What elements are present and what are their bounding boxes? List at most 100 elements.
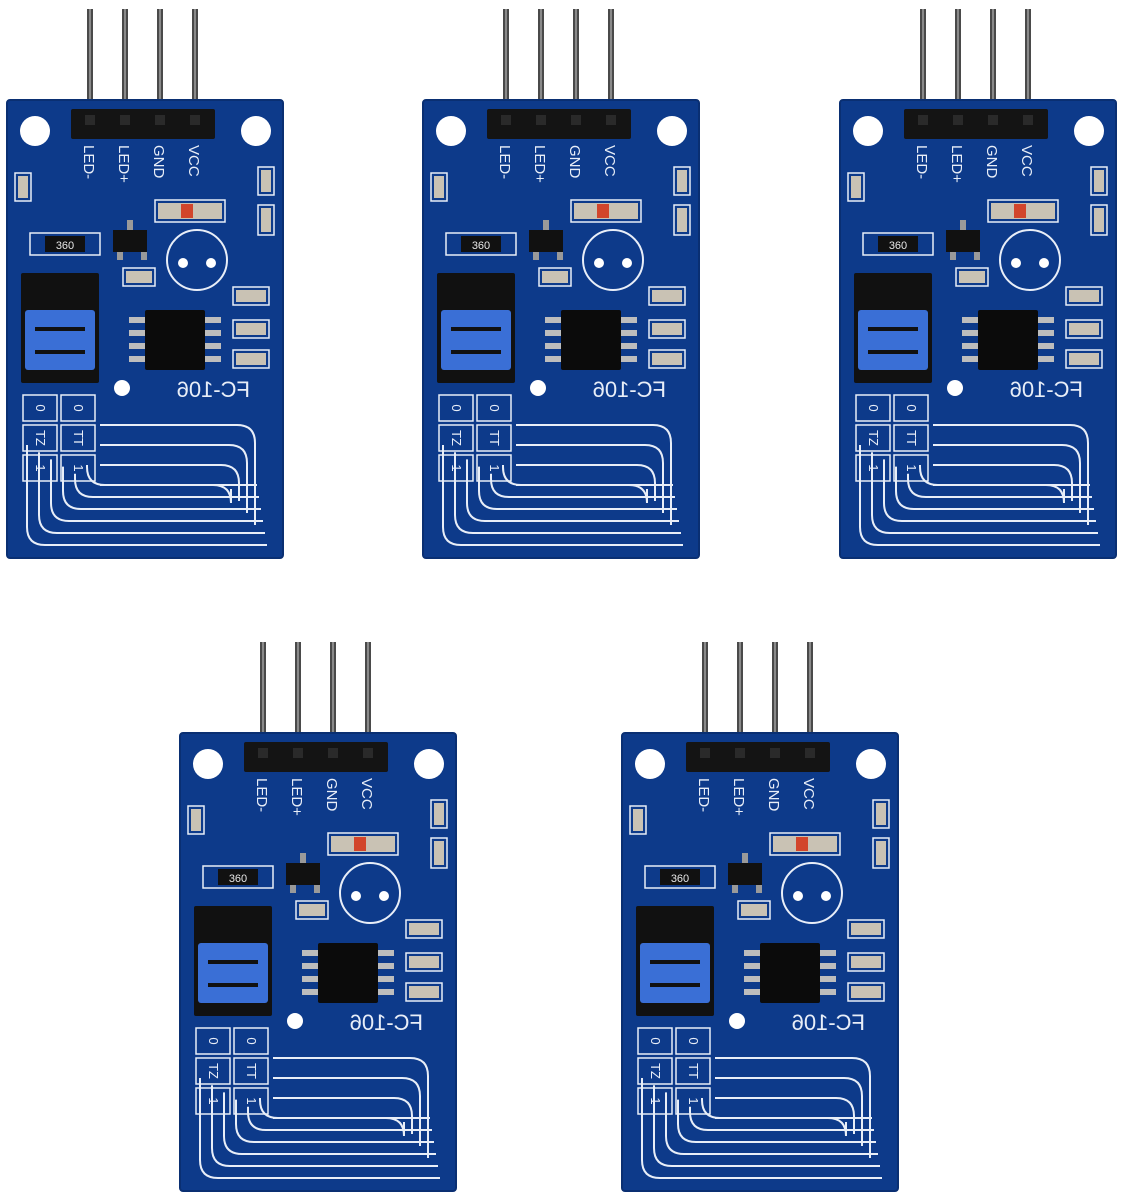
- resistor-body: [218, 869, 258, 885]
- pin-label: GND: [566, 145, 583, 179]
- via-hole: [114, 380, 130, 396]
- smd-diode-outline: [327, 832, 399, 856]
- ic-pin-right: [378, 950, 394, 956]
- pin-socket: [735, 748, 745, 758]
- smd-resistor-a: [652, 290, 682, 302]
- header-pin-highlight: [739, 642, 741, 750]
- header-pin-highlight: [1027, 9, 1029, 117]
- transistor-leg: [950, 252, 956, 260]
- resistor-code: 360: [671, 873, 689, 885]
- resistor-outline: [29, 232, 101, 256]
- touch-pad-cell: [22, 424, 58, 452]
- pin-socket: [1023, 115, 1033, 125]
- touch-pad-cell: [233, 1057, 269, 1085]
- smd-resistor-b: [1069, 323, 1099, 335]
- ic-pin-left: [744, 976, 760, 982]
- header-pin-highlight: [297, 642, 299, 750]
- transistor: [113, 230, 147, 252]
- pin-label: LED-: [913, 145, 930, 179]
- touch-slider-trace: [516, 444, 664, 513]
- smd-resistor-c: [652, 353, 682, 365]
- touch-slider-trace: [715, 1097, 855, 1134]
- pin-header-block: [244, 742, 388, 772]
- smd-led-right-outline: [257, 166, 275, 196]
- smd-capacitor: [959, 271, 985, 283]
- ic-chip: [561, 310, 621, 370]
- pin-socket: [190, 115, 200, 125]
- pin-socket: [571, 115, 581, 125]
- touch-slider-trace: [689, 1106, 874, 1131]
- pin-label: VCC: [1018, 145, 1035, 177]
- touch-slider-trace: [50, 459, 263, 522]
- touch-pad-label: TT: [686, 1063, 701, 1079]
- transistor-leg: [732, 885, 738, 893]
- smd-resistor-b: [409, 956, 439, 968]
- touch-slider-trace: [933, 464, 1073, 501]
- smd-capacitor-outline: [295, 900, 329, 920]
- header-pin-highlight: [704, 642, 706, 750]
- touch-slider-trace: [665, 1092, 878, 1155]
- touch-slider-trace: [516, 484, 648, 504]
- capacitor-footprint: [339, 862, 401, 924]
- pin-socket: [85, 115, 95, 125]
- capacitor-hole: [206, 258, 216, 268]
- header-pin-highlight: [774, 642, 776, 750]
- model-label: FC-106: [350, 1010, 423, 1035]
- touch-pad-cell: [675, 1057, 711, 1085]
- touch-slider-trace: [273, 1097, 413, 1134]
- touch-pad-cell: [893, 394, 929, 422]
- smd-resistor-right-outline: [1090, 204, 1108, 236]
- pin-socket: [258, 748, 268, 758]
- touch-slider-trace: [516, 464, 656, 501]
- touch-slider-trace: [223, 1092, 436, 1155]
- transistor-leg: [557, 252, 563, 260]
- resistor-outline: [202, 865, 274, 889]
- smd-diode-outline: [987, 199, 1059, 223]
- pin-label: LED-: [695, 778, 712, 812]
- touch-slider-trace: [100, 484, 232, 504]
- ic-pin-right: [378, 989, 394, 995]
- header-pin-highlight: [610, 9, 612, 117]
- header-pin-highlight: [262, 642, 264, 750]
- ic-pin-right: [378, 976, 394, 982]
- smd-resistor-a: [236, 290, 266, 302]
- touch-pad-label: 1: [206, 1097, 221, 1104]
- ic-pin-left: [302, 963, 318, 969]
- smd-resistor-right-outline: [673, 204, 691, 236]
- ic-pin-left: [962, 317, 978, 323]
- touch-slider-trace: [641, 1078, 882, 1179]
- pin-socket: [918, 115, 928, 125]
- touch-pad-cell: [855, 394, 891, 422]
- smd-resistor-a-outline: [232, 286, 270, 306]
- smd-led-left-outline: [430, 172, 448, 202]
- smd-capacitor-outline: [955, 267, 989, 287]
- pin-socket: [606, 115, 616, 125]
- touch-slider-trace: [478, 466, 677, 510]
- touch-slider-trace: [247, 1106, 432, 1131]
- smd-capacitor: [299, 904, 325, 916]
- smd-led-left: [633, 809, 643, 831]
- mounting-hole-right: [657, 116, 687, 146]
- smd-led-right: [876, 803, 886, 825]
- ic-pin-left: [545, 343, 561, 349]
- ic-pin-right: [1038, 356, 1054, 362]
- pin-socket: [293, 748, 303, 758]
- jumper-slot: [868, 327, 918, 331]
- jumper-slot: [868, 350, 918, 354]
- pin-label: GND: [323, 778, 340, 812]
- ic-chip: [760, 943, 820, 1003]
- model-label: FC-106: [593, 377, 666, 402]
- resistor-body: [660, 869, 700, 885]
- smd-diode-outline: [769, 832, 841, 856]
- ic-pin-left: [744, 950, 760, 956]
- diode-band: [597, 204, 609, 218]
- ic-pin-left: [302, 950, 318, 956]
- smd-led-right-outline: [1090, 166, 1108, 196]
- blue-jumper: [198, 943, 268, 1003]
- diode-band: [796, 837, 808, 851]
- header-pin-highlight: [124, 9, 126, 117]
- model-label: FC-106: [177, 377, 250, 402]
- header-pin-highlight: [957, 9, 959, 117]
- smd-resistor-right: [434, 841, 444, 865]
